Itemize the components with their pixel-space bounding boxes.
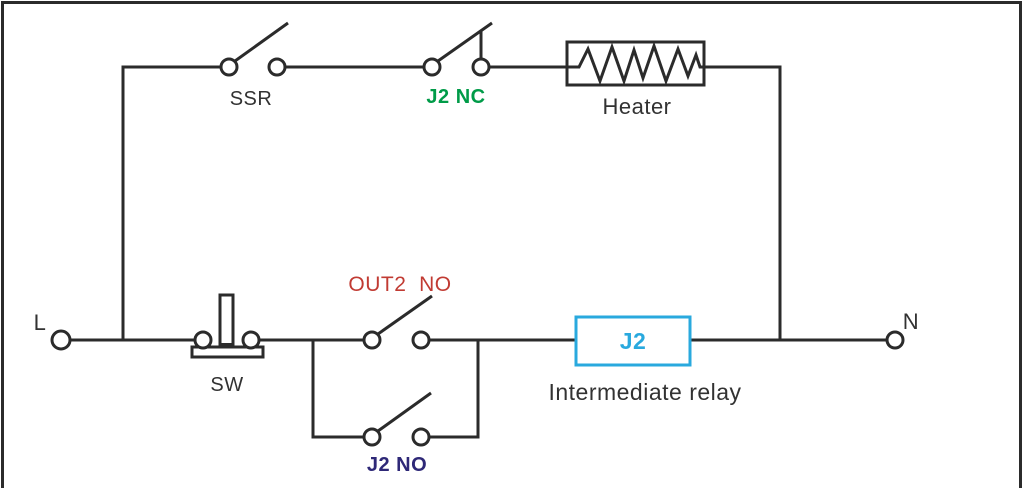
- terminal-l-label: L: [34, 310, 47, 335]
- sw-plunger-contact: [220, 343, 233, 348]
- ssr-label: SSR: [230, 88, 273, 110]
- sw-contact-right: [241, 330, 261, 350]
- j2-no-blade: [377, 391, 432, 433]
- wire-j2no-branch: [311, 340, 480, 439]
- out2-no-blade: [377, 294, 433, 336]
- component-bodies: [190, 40, 706, 359]
- heater-element: [567, 41, 704, 86]
- ssr-blade: [234, 21, 289, 63]
- j2-no-contact-left: [362, 427, 382, 447]
- out2-no-contact-left: [362, 330, 382, 350]
- wire-top-right-drop: [704, 65, 782, 340]
- j2-nc-contact-left: [422, 57, 442, 77]
- sw-contact-left: [193, 330, 213, 350]
- intermediate-relay-caption: Intermediate relay: [548, 379, 741, 405]
- heater-label: Heater: [602, 94, 671, 119]
- terminal-l-circle: [50, 329, 72, 351]
- wires: [69, 21, 887, 439]
- j2-nc-blade: [437, 21, 493, 63]
- terminal-n-label: N: [903, 309, 919, 334]
- ssr-contact-right: [267, 57, 287, 77]
- sw-plunger: [218, 293, 235, 348]
- heater-box: [565, 40, 706, 87]
- j2-relay-box: [574, 315, 692, 367]
- ssr-contact-left: [219, 57, 239, 77]
- j2-nc-label: J2 NC: [426, 86, 485, 108]
- j2-relay-label: J2: [620, 328, 647, 354]
- wire-left-riser: [121, 65, 221, 340]
- out2-no-label: OUT2 NO: [348, 273, 451, 296]
- j2-nc-contact-right: [471, 57, 491, 77]
- contacts: [50, 57, 905, 447]
- j2-no-label: J2 NO: [367, 454, 427, 476]
- sw-label: SW: [210, 374, 243, 396]
- out2-no-contact-right: [411, 330, 431, 350]
- terminal-n-circle: [885, 330, 905, 350]
- j2-no-contact-right: [411, 427, 431, 447]
